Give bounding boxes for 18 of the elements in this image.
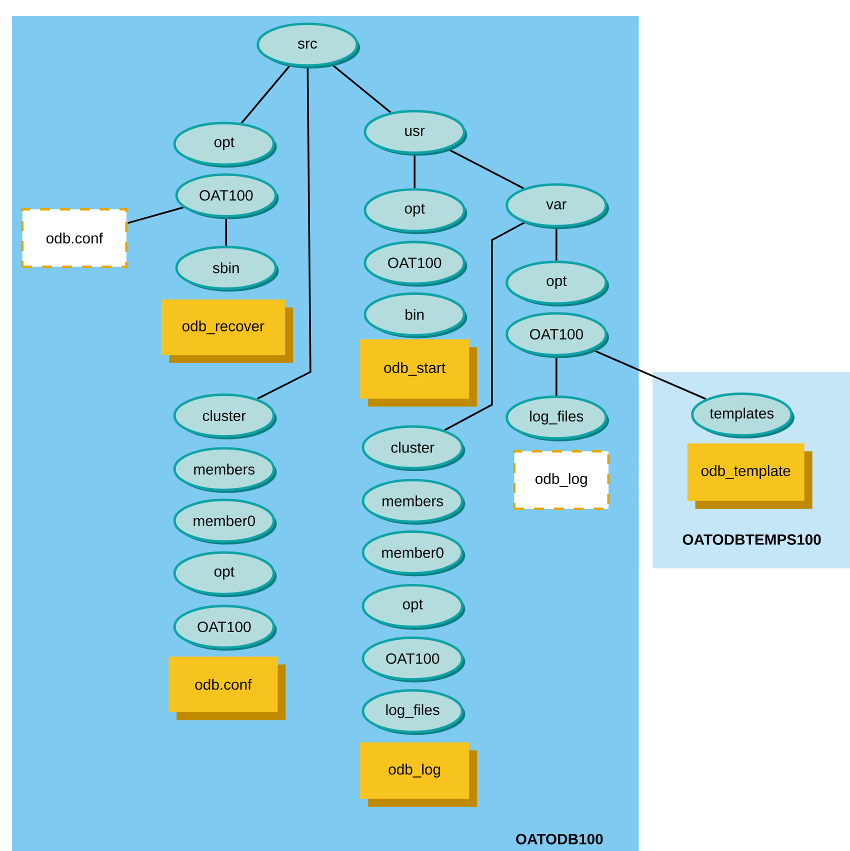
optional-file-box: odb_log — [513, 450, 610, 510]
file-box: odb_template — [687, 443, 812, 509]
connector-line — [330, 63, 392, 114]
connector-line — [556, 227, 558, 261]
connector-line — [225, 217, 228, 246]
connector-line — [556, 356, 558, 396]
connector-line — [240, 64, 291, 124]
connector-line — [444, 222, 525, 431]
connector-line — [127, 206, 184, 224]
file-box: odb_log — [360, 742, 478, 807]
file-box: odb.conf — [168, 656, 286, 720]
connector-line — [414, 154, 416, 188]
file-box: odb_recover — [161, 300, 294, 364]
optional-file-box: odb.conf — [21, 208, 128, 268]
connector-line — [256, 66, 312, 400]
connector-line — [592, 349, 706, 400]
file-box: odb_start — [360, 339, 478, 407]
connector-line — [446, 148, 524, 190]
